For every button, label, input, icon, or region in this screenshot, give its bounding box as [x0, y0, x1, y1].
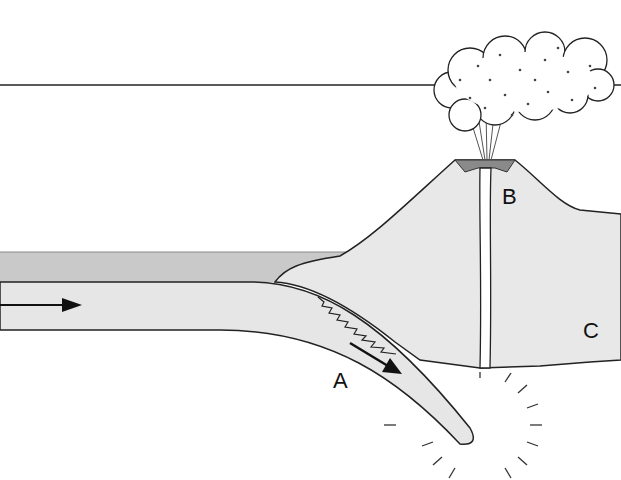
- ash-dots: [459, 47, 597, 117]
- plate-arrow: [0, 304, 66, 306]
- subduction-arrowhead: [382, 358, 402, 374]
- earthquake-zigzag: [318, 297, 396, 354]
- part-letter: B: [502, 186, 517, 208]
- subduction-arrow: [350, 343, 388, 366]
- ash-cloud: [434, 32, 614, 131]
- part-letter: C: [583, 320, 599, 342]
- plate-arrowhead: [62, 298, 82, 312]
- part-letter: A: [333, 370, 348, 392]
- continental-crust: [275, 160, 621, 368]
- sea-floor-top: [0, 252, 350, 253]
- magma-source: [384, 372, 542, 478]
- ash-cloud-fill: [455, 52, 595, 112]
- volcanic-vent: [480, 168, 491, 368]
